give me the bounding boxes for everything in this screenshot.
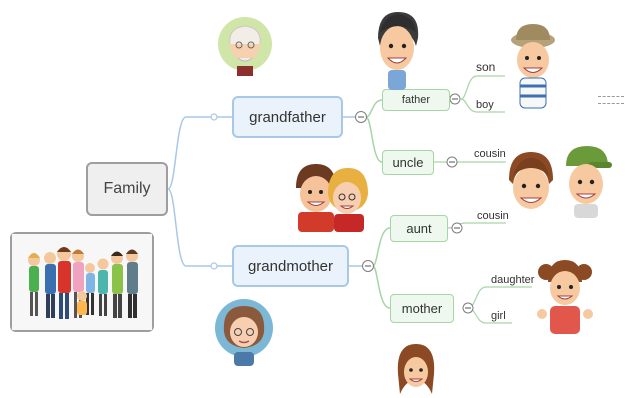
connector-mother-daughter bbox=[467, 286, 532, 309]
collapse-toggle-icon bbox=[462, 302, 474, 314]
root-node-family[interactable]: Family bbox=[86, 162, 168, 216]
grandmother-label: grandmother bbox=[247, 257, 334, 275]
sub-node-uncle[interactable]: uncle bbox=[382, 150, 434, 175]
connector-knob bbox=[210, 113, 218, 121]
father-avatar-icon bbox=[378, 12, 419, 90]
father-label: father bbox=[401, 94, 431, 106]
collapse-toggle-icon bbox=[355, 111, 367, 123]
leaf-cousin-uncle[interactable]: cousin bbox=[474, 148, 506, 160]
uncle-couple-avatar-icon bbox=[296, 164, 368, 232]
collapse-toggle-icon bbox=[451, 222, 463, 234]
grandpa-avatar-icon bbox=[218, 17, 272, 76]
collapse-toggle-icon bbox=[446, 156, 458, 168]
leaf-girl[interactable]: girl bbox=[491, 310, 506, 322]
root-label: Family bbox=[103, 180, 151, 197]
aunt-label: aunt bbox=[406, 221, 432, 236]
mother-avatar-icon bbox=[397, 344, 435, 394]
dashed-marker bbox=[598, 96, 624, 104]
leaf-cousin-aunt[interactable]: cousin bbox=[477, 210, 509, 222]
mother-label: mother bbox=[401, 301, 443, 316]
cousin-boy-avatar-icon bbox=[509, 152, 553, 209]
connector-grandmother-mother bbox=[372, 265, 391, 309]
collapse-toggle-icon bbox=[362, 260, 374, 272]
connector-father-son bbox=[460, 75, 505, 100]
uncle-label: uncle bbox=[392, 155, 424, 170]
connector-grandfather-uncle bbox=[365, 116, 383, 163]
collapse-toggle-icon bbox=[449, 93, 461, 105]
sub-node-aunt[interactable]: aunt bbox=[390, 215, 448, 242]
sub-node-father[interactable]: father bbox=[382, 89, 450, 111]
connector-father-boy bbox=[460, 98, 505, 113]
sub-node-mother[interactable]: mother bbox=[390, 294, 454, 323]
branch-node-grandfather[interactable]: grandfather bbox=[232, 96, 343, 138]
grandma-avatar-icon bbox=[215, 299, 273, 366]
leaf-daughter[interactable]: daughter bbox=[491, 274, 535, 286]
leaf-boy[interactable]: boy bbox=[476, 99, 494, 111]
cousin-cap-avatar-icon bbox=[566, 146, 612, 218]
family-photo bbox=[10, 232, 154, 332]
daughter-avatar-icon bbox=[537, 260, 593, 334]
leaf-son[interactable]: son bbox=[476, 60, 496, 74]
connector-root-grandfather bbox=[167, 116, 232, 190]
grandfather-label: grandfather bbox=[249, 108, 326, 126]
connector-grandfather-father bbox=[365, 99, 383, 118]
connector-knob bbox=[210, 262, 218, 270]
connector-root-grandmother bbox=[167, 188, 232, 267]
connector-grandmother-aunt bbox=[372, 227, 391, 267]
branch-node-grandmother[interactable]: grandmother bbox=[232, 245, 349, 287]
family-group-icon bbox=[12, 234, 152, 330]
son-avatar-icon bbox=[511, 24, 555, 109]
